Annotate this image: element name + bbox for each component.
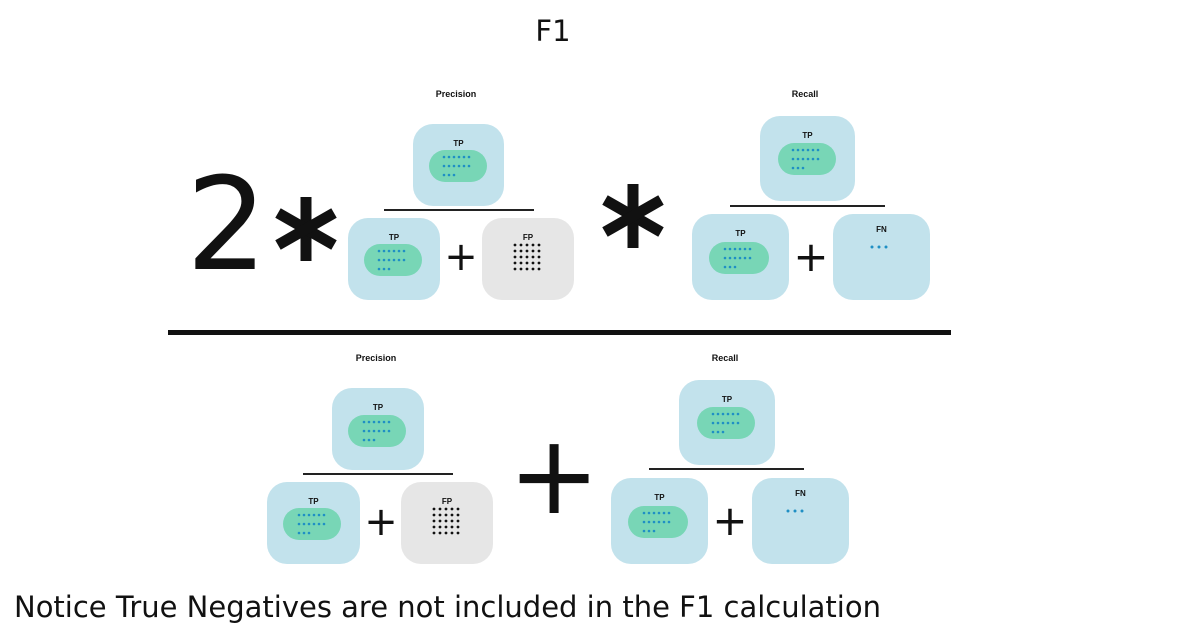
tp-box-precision-top-denominator: TP xyxy=(348,218,440,300)
plus-sign: + xyxy=(444,234,478,280)
recall-fraction-line-bottom xyxy=(649,468,804,470)
tp-box-recall-top-denominator: TP xyxy=(692,214,789,300)
fn-box-recall-bottom: FN xyxy=(752,478,849,564)
tp-box-recall-bottom-denominator: TP xyxy=(611,478,708,564)
plus-sign: + xyxy=(364,499,398,545)
fn-label: FN xyxy=(876,225,887,234)
recall-label-bottom: Recall xyxy=(711,353,739,363)
tp-box-recall-top-numerator: TP xyxy=(760,116,855,201)
footnote: Notice True Negatives are not included i… xyxy=(14,590,881,624)
tp-label: TP xyxy=(654,493,665,502)
tp-label: TP xyxy=(735,229,746,238)
tp-label: TP xyxy=(388,233,400,242)
tp-label: TP xyxy=(721,395,733,404)
plus-sign: + xyxy=(712,496,748,545)
fp-box-precision-top: FP xyxy=(482,218,574,300)
fp-dots-icon xyxy=(432,507,460,535)
tp-dots-icon xyxy=(362,420,391,442)
tp-dots-icon xyxy=(442,155,471,177)
main-fraction-line xyxy=(168,330,951,335)
tp-label: TP xyxy=(372,403,384,412)
tp-pill xyxy=(697,407,755,439)
precision-fraction-line-top xyxy=(384,209,534,211)
fn-box-recall-top: FN xyxy=(833,214,930,300)
fp-box-precision-bottom: FP xyxy=(401,482,493,564)
fp-label: FP xyxy=(441,497,453,506)
fp-dots-icon xyxy=(513,243,541,271)
tp-dots-icon xyxy=(791,148,820,170)
precision-fraction-line-bottom xyxy=(303,473,453,475)
tp-box-recall-bottom-numerator: TP xyxy=(679,380,775,465)
fn-dots-icon xyxy=(786,509,804,513)
recall-label-top: Recall xyxy=(791,89,819,99)
tp-pill xyxy=(348,415,406,447)
tp-dots-icon xyxy=(297,513,326,535)
factor-two: 2 xyxy=(186,151,268,300)
fn-label: FN xyxy=(795,489,806,498)
big-plus-sign: + xyxy=(508,411,601,539)
tp-label: TP xyxy=(802,131,813,140)
tp-box-precision-top-numerator: TP xyxy=(413,124,504,206)
precision-label-bottom: Precision xyxy=(355,353,397,363)
tp-label: TP xyxy=(308,497,319,506)
plus-sign: + xyxy=(793,232,829,281)
tp-label: TP xyxy=(453,139,464,148)
tp-dots-icon xyxy=(723,247,752,269)
tp-dots-icon xyxy=(711,412,740,434)
precision-label-top: Precision xyxy=(435,89,477,99)
multiply-asterisk-icon xyxy=(602,184,664,248)
fp-label: FP xyxy=(522,233,534,242)
tp-box-precision-bottom-numerator: TP xyxy=(332,388,424,470)
tp-dots-icon xyxy=(377,249,406,271)
multiply-asterisk-icon xyxy=(275,197,337,261)
diagram-title: F1 xyxy=(535,14,571,48)
tp-pill xyxy=(283,508,341,540)
recall-fraction-line-top xyxy=(730,205,885,207)
fn-dots-icon xyxy=(870,245,888,249)
tp-dots-icon xyxy=(642,511,671,533)
tp-box-precision-bottom-denominator: TP xyxy=(267,482,360,564)
